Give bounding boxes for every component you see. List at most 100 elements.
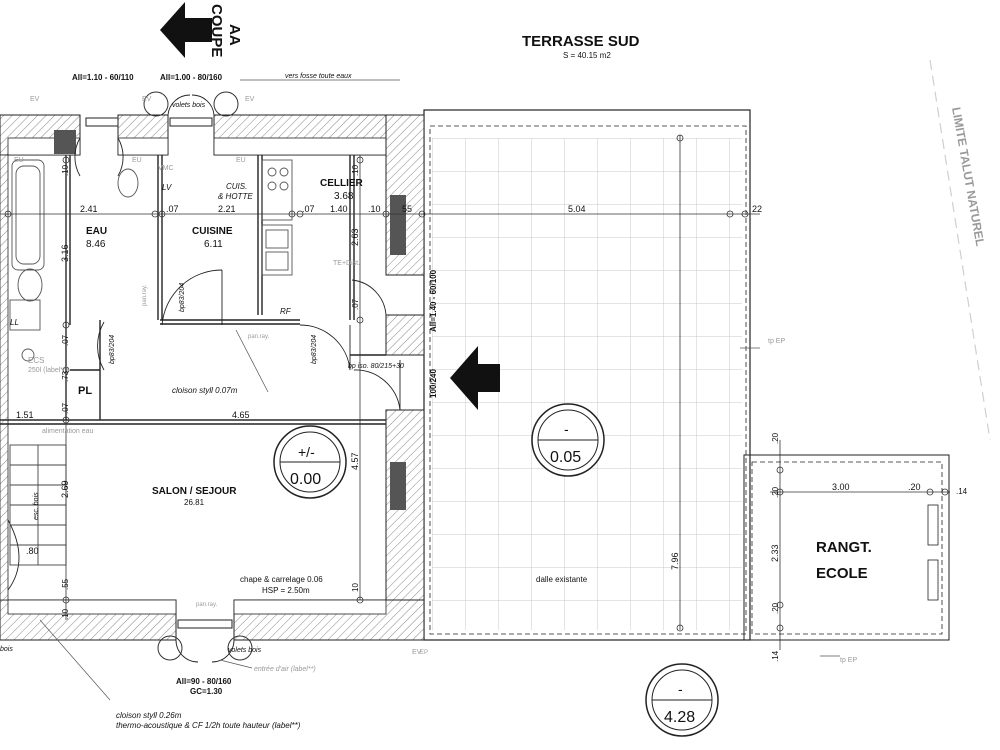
partition-note-2: cloison styll 0.26m xyxy=(116,711,182,720)
door-bp-c: bp83/204 xyxy=(311,335,318,364)
water-supply: alimentation eau xyxy=(42,428,93,435)
section-arrow-icon xyxy=(160,2,212,58)
ep-label: EP xyxy=(420,650,428,656)
dim-10e: 10 xyxy=(351,583,360,592)
level-marker-interior xyxy=(273,425,347,499)
dim-504: 5.04 xyxy=(568,204,586,214)
slab-note: dalle existante xyxy=(536,575,588,584)
dim-07b: .07 xyxy=(302,204,315,214)
storage-annex xyxy=(743,454,950,641)
ev-label-2: EV xyxy=(142,96,152,103)
leader-lines xyxy=(39,79,840,701)
room-cuisine-area: 6.11 xyxy=(204,239,223,250)
stair-label: esc. bois xyxy=(33,492,40,520)
kitchen-hood-2: & HOTTE xyxy=(218,192,253,201)
door-swings xyxy=(7,94,401,663)
dim-457: 4.57 xyxy=(350,452,360,470)
level-exterior-value: 4.28 xyxy=(664,709,695,726)
kitchen-hood-1: CUIS. xyxy=(226,182,247,191)
ev-label-1: EV xyxy=(30,96,40,103)
dim-07c: .07 xyxy=(61,334,70,346)
dim-top-10b: .10 xyxy=(351,164,360,176)
dim-10c: .10 xyxy=(368,204,381,214)
room-eau-name: EAU xyxy=(86,226,107,237)
terrace-area: S = 40.15 m2 xyxy=(563,51,611,60)
house-walls xyxy=(0,114,425,641)
level-terrace-sign: - xyxy=(564,421,569,437)
dim-233: 2.33 xyxy=(770,544,780,562)
dim-316: 3.16 xyxy=(60,244,70,262)
section-label: COUPE xyxy=(208,4,225,57)
kitchen-fixtures xyxy=(261,159,293,276)
level-interior-value: 0.00 xyxy=(290,471,321,488)
dim-14a: .14 xyxy=(956,487,968,496)
dim-465: 4.65 xyxy=(232,410,250,420)
eu-label-3: EU xyxy=(236,157,246,164)
door-bp-iso: bp iso. 80/215+30 xyxy=(348,363,404,370)
room-salon-area: 26.81 xyxy=(184,498,205,507)
pan-ray-1: pan.ray. xyxy=(142,284,148,306)
door-bp-a: bp83/204 xyxy=(179,283,186,312)
tp-ep-1: tp EP xyxy=(768,338,785,345)
room-pl-name: PL xyxy=(78,385,92,397)
room-cellier-area: 3.68 xyxy=(334,191,354,202)
air-inlet-note: entrée d'air (label**) xyxy=(254,666,316,673)
dim-top-10a: .10 xyxy=(61,164,70,176)
dim-241: 2.41 xyxy=(80,204,98,214)
entry-size: 100/240 xyxy=(429,369,438,398)
dim-22: 22 xyxy=(752,204,762,214)
partition-note-2b: thermo-acoustique & CF 1/2h toute hauteu… xyxy=(116,721,301,730)
dim-20a: .20 xyxy=(771,432,780,444)
dim-269: 2.69 xyxy=(60,480,70,498)
partitions xyxy=(0,155,386,425)
dimension-ticks xyxy=(4,134,949,632)
ev-label-4: EV xyxy=(412,649,422,656)
dim-07e: .07 xyxy=(61,402,70,414)
opening-bottom-gc: GC=1.30 xyxy=(190,687,223,696)
boundary-line xyxy=(929,59,991,441)
vmc-label: VMC xyxy=(158,165,174,172)
dim-80: .80 xyxy=(26,546,39,556)
finish-note: chape & carrelage 0.06 xyxy=(240,575,323,584)
shutter-markers xyxy=(143,91,253,661)
bathroom-fixtures xyxy=(9,159,139,362)
room-eau-area: 8.46 xyxy=(86,239,106,250)
dim-55: 55 xyxy=(402,204,412,214)
shutters-left: bois xyxy=(0,646,13,653)
dim-14b: .14 xyxy=(771,650,780,662)
dim-221: 2.21 xyxy=(218,204,236,214)
opening-top-left: All=1.10 - 60/110 xyxy=(72,73,134,82)
shutters-top: volets bois xyxy=(172,102,206,109)
te-dist-label: TE+Dist. xyxy=(333,260,360,267)
entry-arrow-icon xyxy=(450,346,500,410)
room-rangt-1: RANGT. xyxy=(816,539,872,556)
level-marker-terrace xyxy=(531,403,605,477)
ecs-label: ECS xyxy=(28,356,44,365)
eu-label-1: EU xyxy=(14,157,24,164)
dim-151: 1.51 xyxy=(16,410,34,420)
terrace-title: TERRASSE SUD xyxy=(522,33,640,50)
level-marker-exterior xyxy=(645,663,719,737)
dim-140: 1.40 xyxy=(330,204,348,214)
dim-796: 7.96 xyxy=(670,552,680,570)
pan-ray-3: pan.ray. xyxy=(196,602,218,608)
tp-ep-2: tp EP xyxy=(840,657,857,664)
window-frames xyxy=(85,117,233,629)
pan-ray-2: pan.ray. xyxy=(248,334,270,340)
ll-label: LL xyxy=(10,318,19,327)
section-id: AA xyxy=(226,24,243,46)
drain-note: vers fosse toute eaux xyxy=(285,73,352,80)
level-terrace-value: 0.05 xyxy=(550,449,581,466)
dim-20d: .20 xyxy=(771,602,780,614)
shutters-bottom: volets bois xyxy=(228,647,262,654)
dim-73: .73 xyxy=(61,370,70,382)
dim-07a: .07 xyxy=(166,204,179,214)
dimension-lines xyxy=(0,135,950,650)
dim-263: 2.63 xyxy=(350,228,360,246)
dim-10d: .10 xyxy=(61,608,70,620)
opening-bottom: All=90 - 80/160 xyxy=(176,677,232,686)
eu-label-2: EU xyxy=(132,157,142,164)
ev-label-3: EV xyxy=(245,96,255,103)
